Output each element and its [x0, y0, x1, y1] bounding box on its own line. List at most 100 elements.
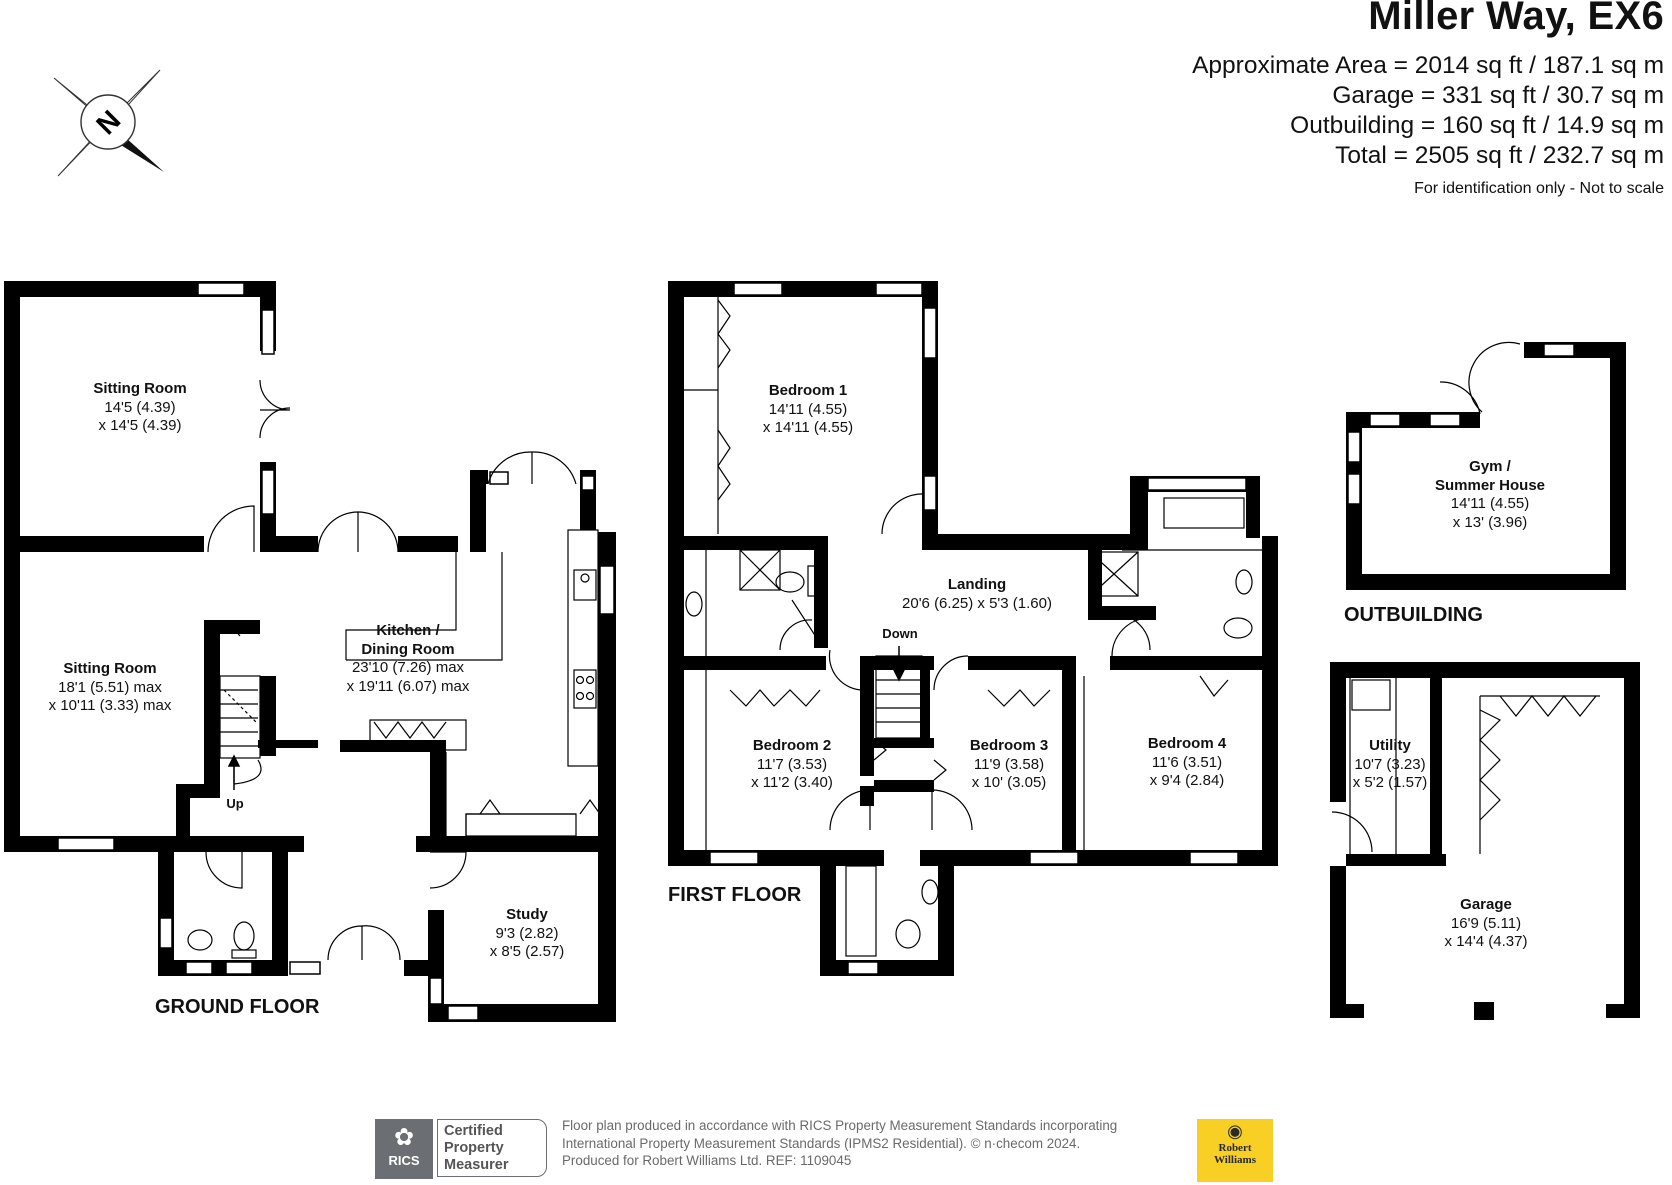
room-name: Bedroom 4 [1147, 735, 1227, 752]
wall [470, 470, 486, 552]
room-name: Dining Room [361, 640, 455, 658]
wall [598, 532, 616, 1022]
windows [57, 282, 1575, 1021]
compass-rose-icon: N [53, 69, 164, 177]
room-dimension: 20'6 (6.25) x 5'3 (1.60) [902, 594, 1052, 612]
wall [1624, 662, 1640, 1018]
wall [1130, 476, 1148, 550]
outbuilding-label: OUTBUILDING [1344, 604, 1483, 626]
wall [1088, 606, 1156, 620]
room-sitting-room-1: Sitting Room 14'5 (4.39) x 14'5 (4.39) [93, 380, 186, 436]
room-name: Kitchen / [376, 622, 440, 639]
room-name: Bedroom 2 [752, 737, 832, 754]
wall [260, 676, 276, 756]
rics-line: Measurer [444, 1157, 509, 1173]
wall [204, 620, 220, 798]
wall [968, 656, 1064, 670]
room-dimension: x 19'11 (6.07) max [346, 677, 470, 695]
ground-floor-label: GROUND FLOOR [155, 996, 320, 1018]
stairs-down-label: Down [882, 626, 918, 641]
wall [398, 536, 458, 552]
room-name: Sitting Room [63, 660, 157, 677]
wall [1062, 656, 1076, 866]
room-dimension: x 14'11 (4.55) [762, 419, 854, 436]
interior-lines [187, 297, 1600, 961]
wall [442, 1004, 616, 1022]
room-gym-summer-house: Gym / Summer House 14'11 (4.55) x 13' (3… [1435, 458, 1545, 532]
wall [1610, 342, 1626, 590]
room-bedroom-3: Bedroom 3 11'9 (3.58) x 10' (3.05) [970, 737, 1048, 793]
room-name: Bedroom 1 [768, 382, 848, 399]
wall [860, 786, 874, 806]
rics-lion-icon: ✿ [393, 1124, 415, 1151]
wall [668, 850, 884, 866]
room-dimension: x 13' (3.96) [1452, 513, 1528, 531]
room-dimension: 23'10 (7.26) max [351, 659, 465, 676]
wall [158, 852, 174, 976]
garage-area: Garage = 331 sq ft / 30.7 sq m [1332, 82, 1664, 109]
wall [1474, 1002, 1494, 1020]
wall [668, 656, 826, 670]
wall [270, 536, 318, 552]
rics-line: Certified [444, 1123, 503, 1139]
wall [668, 536, 818, 550]
wall [242, 836, 304, 852]
wall [1346, 854, 1446, 866]
room-study: Study 9'3 (2.82) x 8'5 (2.57) [490, 906, 565, 962]
wall [1330, 662, 1346, 802]
wall [272, 852, 288, 976]
room-utility: Utility 10'7 (3.23) x 5'2 (1.57) [1353, 737, 1428, 793]
wall [874, 780, 934, 792]
room-dimension: x 10'11 (3.33) max [48, 697, 172, 714]
down-arrow-head-icon [892, 669, 906, 682]
wall [938, 852, 954, 976]
room-name: Utility [1369, 737, 1411, 754]
room-name: Summer House [1434, 476, 1546, 494]
room-name: Sitting Room [93, 380, 187, 397]
rics-badge-text: Certified Property Measurer [437, 1119, 547, 1177]
wall [158, 960, 288, 976]
footer-line: Produced for Robert Williams Ltd. REF: 1… [562, 1153, 852, 1168]
room-bedroom-2: Bedroom 2 11'7 (3.53) x 11'2 (3.40) [751, 737, 833, 793]
outbuilding-area: Outbuilding = 160 sq ft / 14.9 sq m [1290, 112, 1664, 139]
agent-emblem-icon: ◉ [1227, 1121, 1243, 1141]
room-dimension: 18'1 (5.51) max [58, 678, 162, 696]
room-dimension: x 8'5 (2.57) [489, 943, 565, 960]
wall [874, 656, 934, 670]
wall [4, 536, 204, 552]
room-dimension: x 5'2 (1.57) [1352, 774, 1428, 791]
room-landing: Landing 20'6 (6.25) x 5'3 (1.60) [902, 576, 1052, 613]
wall [404, 960, 444, 976]
wall [820, 960, 954, 976]
room-bedroom-1: Bedroom 1 14'11 (4.55) x 14'11 (4.55) [763, 382, 853, 438]
scale-note: For identification only - Not to scale [1414, 180, 1664, 197]
approximate-area: Approximate Area = 2014 sq ft / 187.1 sq… [1192, 52, 1664, 79]
wall [1346, 574, 1626, 590]
room-sitting-room-2: Sitting Room 18'1 (5.51) max x 10'11 (3.… [49, 660, 172, 716]
up-arrow-head-icon [227, 754, 241, 767]
agent-logo: ◉ Robert Williams [1197, 1119, 1273, 1182]
room-dimension: x 11'2 (3.40) [751, 774, 833, 791]
total-area: Total = 2505 sq ft / 232.7 sq m [1335, 142, 1664, 169]
wall [922, 534, 1132, 550]
wall [1110, 656, 1278, 670]
wall [1330, 866, 1346, 1018]
wall [1606, 1004, 1640, 1018]
wall [4, 281, 20, 852]
room-dimension: 10'7 (3.23) [1354, 755, 1426, 773]
wall [340, 740, 446, 752]
wall [920, 670, 930, 742]
room-dimension: x 14'5 (4.39) [98, 417, 182, 434]
property-title: Miller Way, EX6 [1368, 0, 1664, 38]
wall [1330, 662, 1640, 678]
rics-logo-text: RICS [388, 1153, 420, 1168]
wall [814, 536, 828, 648]
wall [1246, 476, 1260, 538]
agent-logo-line: Williams [1214, 1154, 1256, 1166]
wall [430, 740, 446, 852]
room-dimension: 14'11 (4.55) [1450, 495, 1530, 512]
footer-line: Floor plan produced in accordance with R… [562, 1118, 1118, 1133]
stairs-up-label: Up [226, 796, 244, 811]
room-name: Landing [947, 576, 1007, 593]
footer-line: International Property Measurement Stand… [562, 1135, 1081, 1151]
